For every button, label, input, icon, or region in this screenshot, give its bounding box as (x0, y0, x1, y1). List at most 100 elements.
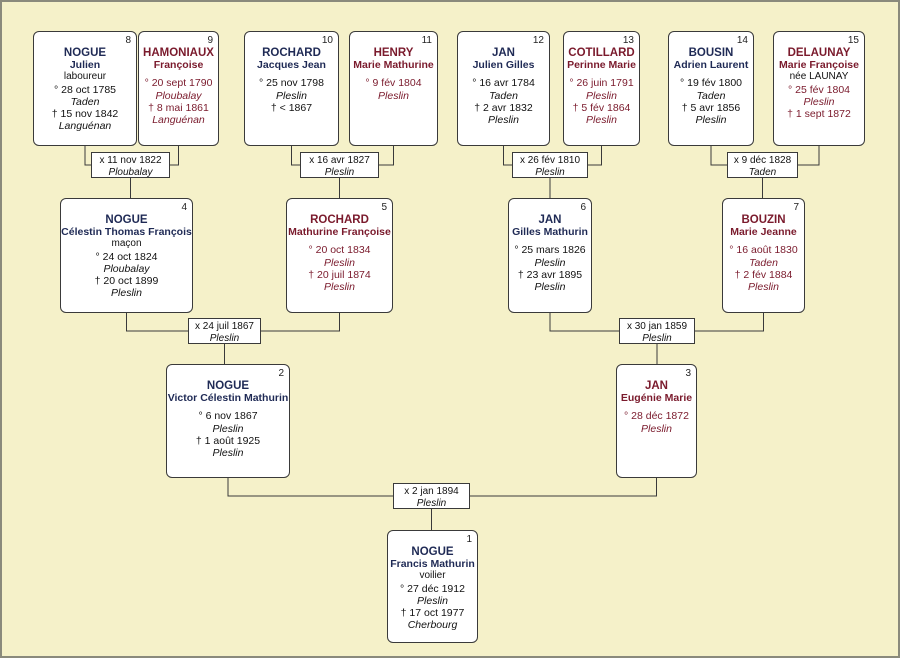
person-given-names: Marie Françoise (779, 59, 859, 72)
person-surname: HENRY (373, 47, 414, 59)
person-birth-place: Ploubalay (103, 262, 150, 275)
person-surname: JAN (491, 47, 515, 59)
connector-line (379, 146, 394, 166)
person-given-names: Adrien Laurent (673, 59, 749, 72)
person-death-place: Languénan (152, 114, 205, 127)
person-death-place: Pleslin (748, 281, 779, 294)
person-number: 9 (207, 35, 213, 46)
person-number: 3 (685, 368, 691, 379)
person-surname: HAMONIAUX (143, 47, 214, 59)
person-death-place: Pleslin (324, 281, 355, 294)
person-birth-place: Pleslin (586, 89, 617, 102)
marriage-date: x 16 avr 1827 (309, 155, 370, 166)
person-number: 12 (532, 35, 544, 46)
person-death: † 23 avr 1895 (517, 268, 583, 281)
person-occupation: voilier (419, 570, 446, 582)
connector-line (291, 146, 300, 166)
person-surname: JAN (644, 380, 668, 392)
person-birth-place: Taden (489, 89, 518, 102)
connector-line (695, 313, 764, 332)
person-birth-place: Pleslin (803, 95, 835, 108)
person-birth: ° 26 juin 1791 (569, 77, 634, 90)
person-birth: ° 16 août 1830 (729, 244, 798, 257)
person-death-place: Pleslin (534, 281, 566, 294)
person-birth: ° 25 mars 1826 (514, 244, 586, 257)
person-number: 2 (278, 368, 284, 379)
person-birth: ° 20 oct 1834 (308, 244, 371, 257)
person-occupation: maçon (111, 238, 142, 250)
connector-line (227, 478, 393, 497)
connector-line (710, 146, 727, 166)
person-surname: NOGUE (206, 380, 250, 392)
person-surname: COTILLARD (568, 47, 635, 59)
person-birth: ° 28 oct 1785 (54, 83, 116, 96)
marriage-place: Pleslin (642, 333, 672, 344)
person-death: † 20 oct 1899 (94, 275, 159, 288)
person-number: 15 (847, 35, 859, 46)
connector-line (170, 146, 179, 166)
marriage-place: Pleslin (416, 498, 447, 509)
person-surname: NOGUE (411, 546, 454, 558)
person-death: † < 1867 (270, 101, 313, 114)
marriage-place: Ploubalay (108, 167, 153, 178)
connector-line (126, 313, 188, 332)
person-surname: BOUZIN (741, 214, 786, 226)
connector-line (503, 146, 512, 166)
person-given-names: Françoise (153, 59, 204, 72)
person-given-names: Marie Jeanne (730, 226, 797, 239)
person-death: † 2 avr 1832 (474, 101, 533, 114)
person-surname: DELAUNAY (787, 47, 851, 59)
person-surname: BOUSIN (688, 47, 734, 59)
person-birth-place: Taden (749, 256, 778, 269)
person-birth-place: Pleslin (534, 256, 566, 269)
person-birth: ° 25 fév 1804 (788, 83, 850, 96)
person-birth: ° 25 nov 1798 (259, 77, 324, 90)
person-death: † 2 fév 1884 (734, 268, 793, 281)
person-number: 6 (580, 202, 586, 213)
person-surname: NOGUE (105, 214, 148, 226)
person-given-names: Gilles Mathurin (512, 226, 588, 239)
person-death: † 1 sept 1872 (787, 108, 851, 121)
person-number: 1 (466, 534, 472, 545)
person-birth: ° 6 nov 1867 (198, 410, 258, 423)
person-birth-place: Pleslin (417, 594, 448, 607)
person-given-names: Victor Célestin Mathurin (167, 392, 289, 405)
person-number: 7 (793, 202, 799, 213)
person-note: née LAUNAY (789, 71, 849, 83)
person-surname: ROCHARD (310, 214, 369, 226)
person-birth-place: Pleslin (378, 89, 409, 102)
person-given-names: Julien (69, 59, 101, 72)
person-birth-place: Pleslin (641, 422, 672, 435)
marriage-date: x 2 jan 1894 (404, 486, 459, 497)
person-given-names: Marie Mathurine (353, 59, 434, 72)
person-number: 5 (381, 202, 387, 213)
person-number: 4 (181, 202, 187, 213)
person-given-names: Perinne Marie (567, 59, 636, 72)
marriage-place: Pleslin (535, 167, 565, 178)
person-occupation: laboureur (63, 71, 107, 83)
person-given-names: Célestin Thomas François (61, 226, 192, 239)
person-death: † 1 août 1925 (195, 434, 261, 447)
